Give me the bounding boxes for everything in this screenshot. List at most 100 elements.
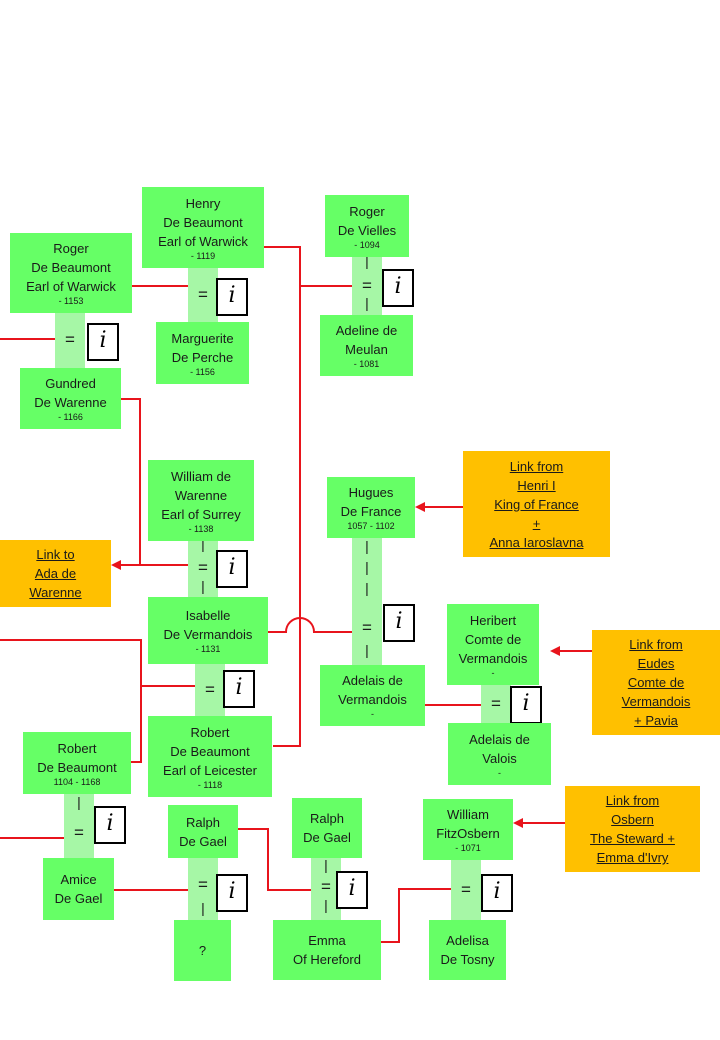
info-icon[interactable]: i	[216, 278, 248, 316]
person-name: De Perche	[171, 349, 234, 365]
person-william-fitzosbern[interactable]: William FitzOsbern - 1071	[423, 799, 513, 860]
person-roger-de-beaumont[interactable]: Roger De Beaumont Earl of Warwick - 1153	[10, 233, 132, 313]
person-years: - 1156	[190, 366, 215, 377]
person-ralph-de-gael[interactable]: Ralph De Gael	[168, 805, 238, 858]
marriage-equals: =	[205, 680, 215, 699]
marriage-dash: |	[324, 857, 328, 873]
person-robert-de-beaumont[interactable]: Robert De Beaumont 1104 - 1168	[23, 732, 131, 794]
person-name: Ralph	[186, 814, 220, 830]
marriage-equals: =	[65, 330, 75, 349]
link-eudes-comte-de-vermandois[interactable]: Link from Eudes Comte de Vermandois + Pa…	[592, 630, 720, 735]
person-adelais-de-valois[interactable]: Adelais de Valois -	[448, 723, 551, 785]
link-ada-de-warenne[interactable]: Link to Ada de Warenne	[0, 540, 111, 607]
person-name: FitzOsbern	[436, 826, 500, 841]
person-years: - 1094	[354, 239, 380, 250]
link-henri-king-of-france[interactable]: Link from Henri I King of France + Anna …	[463, 451, 610, 557]
info-icon[interactable]: i	[382, 269, 414, 307]
marriage-band	[352, 256, 382, 316]
person-years: - 1166	[58, 412, 83, 422]
person-adelisa-de-tosny[interactable]: Adelisa De Tosny	[429, 920, 506, 980]
marriage-dash: |	[365, 559, 369, 575]
link-text: Ada de	[34, 566, 77, 581]
marriage-band	[188, 267, 218, 323]
info-icon[interactable]: i	[336, 871, 368, 909]
marriage-dash: |	[365, 642, 369, 658]
marriage-equals: =	[321, 877, 331, 896]
info-icon[interactable]: i	[216, 874, 248, 912]
person-william-de-warenne[interactable]: William de Warenne Earl of Surrey - 1138	[148, 460, 254, 541]
link-text: Eudes	[637, 656, 675, 671]
person-adelais-de-vermandois[interactable]: Adelais de Vermandois -	[320, 665, 425, 726]
info-icon[interactable]: i	[223, 670, 255, 708]
marriage-equals: =	[362, 618, 372, 637]
person-years: -	[371, 709, 374, 719]
person-name: Adeline de	[335, 323, 398, 338]
person-name: Vermandois	[338, 692, 407, 707]
person-title: Vermandois	[458, 650, 528, 666]
person-amice-de-gael[interactable]: Amice De Gael	[43, 858, 114, 920]
person-years: -	[498, 767, 501, 778]
person-roger-de-vielles[interactable]: Roger De Vielles - 1094	[325, 195, 409, 257]
marriage-dash: |	[365, 538, 369, 554]
person-name: Isabelle	[185, 608, 231, 623]
info-icon[interactable]: i	[94, 806, 126, 844]
person-name: Roger	[349, 203, 385, 219]
person-name: Adelais de	[469, 731, 530, 747]
info-icon[interactable]: i	[216, 550, 248, 588]
person-years: - 1119	[190, 250, 216, 261]
marriage-dash: |	[324, 897, 328, 913]
person-unknown[interactable]: ?	[174, 920, 231, 981]
person-title: Earl of Surrey	[161, 506, 241, 522]
person-ralph-de-gael-father[interactable]: Ralph De Gael	[292, 798, 362, 858]
marriage-band	[188, 858, 218, 920]
person-years: - 1118	[197, 779, 223, 790]
info-icon[interactable]: i	[383, 604, 415, 642]
info-icon[interactable]: i	[481, 874, 513, 912]
person-name: De Vermandois	[163, 627, 253, 642]
person-emma-of-hereford[interactable]: Emma Of Hereford	[273, 920, 381, 980]
person-name: Gundred	[45, 376, 96, 391]
link-text: +	[532, 515, 541, 531]
person-name: De Gael	[303, 830, 351, 845]
person-henry-de-beaumont[interactable]: Henry De Beaumont Earl of Warwick - 1119	[142, 187, 264, 268]
marriage-band	[352, 538, 382, 665]
person-isabelle-de-vermandois[interactable]: Isabelle De Vermandois - 1131	[148, 597, 268, 664]
marriage-equals: =	[461, 880, 471, 899]
marriage-equals: =	[198, 875, 208, 894]
person-name: Adelais de	[342, 673, 403, 688]
link-osbern-the-steward[interactable]: Link from Osbern The Steward + Emma d'Iv…	[565, 786, 700, 872]
person-name: ?	[198, 943, 207, 958]
person-heribert-comte-de-vermandois[interactable]: Heribert Comte de Vermandois -	[447, 604, 539, 685]
marriage-dash: |	[365, 253, 369, 269]
person-marguerite-de-perche[interactable]: Marguerite De Perche - 1156	[156, 322, 249, 384]
person-name: Roger	[53, 241, 89, 256]
person-robert-de-beaumont-leicester[interactable]: Robert De Beaumont Earl of Leicester - 1…	[148, 716, 272, 797]
marriage-equals: =	[198, 285, 208, 304]
person-name: De Beaumont	[170, 743, 250, 759]
person-years: 1104 - 1168	[53, 776, 101, 787]
person-name: De Tosny	[440, 952, 495, 967]
person-hugues-de-france[interactable]: Hugues De France 1057 - 1102	[327, 477, 415, 538]
person-name: De Beaumont	[37, 759, 117, 775]
info-icon[interactable]: i	[510, 686, 542, 724]
person-gundred-de-warenne[interactable]: Gundred De Warenne - 1166	[20, 368, 121, 429]
link-text: Comte de	[627, 675, 685, 690]
link-text: Link to	[36, 547, 75, 562]
person-name: De Warenne	[34, 395, 107, 410]
person-title: Earl of Warwick	[26, 279, 116, 294]
person-years: - 1081	[353, 359, 380, 369]
marriage-band	[188, 540, 218, 598]
person-title: Comte de	[464, 631, 522, 647]
marriage-dash: |	[365, 580, 369, 596]
marriage-band	[481, 685, 511, 723]
info-icon[interactable]: i	[87, 323, 119, 361]
person-years: -	[491, 667, 495, 678]
person-years: - 1071	[455, 843, 481, 853]
person-name: De Gael	[179, 833, 227, 849]
person-adeline-de-meulan[interactable]: Adeline de Meulan - 1081	[320, 315, 413, 376]
person-name: Robert	[57, 740, 97, 756]
link-text: Emma d'Ivry	[596, 850, 669, 865]
person-name: Hugues	[348, 485, 394, 500]
person-name: De Beaumont	[31, 260, 111, 275]
